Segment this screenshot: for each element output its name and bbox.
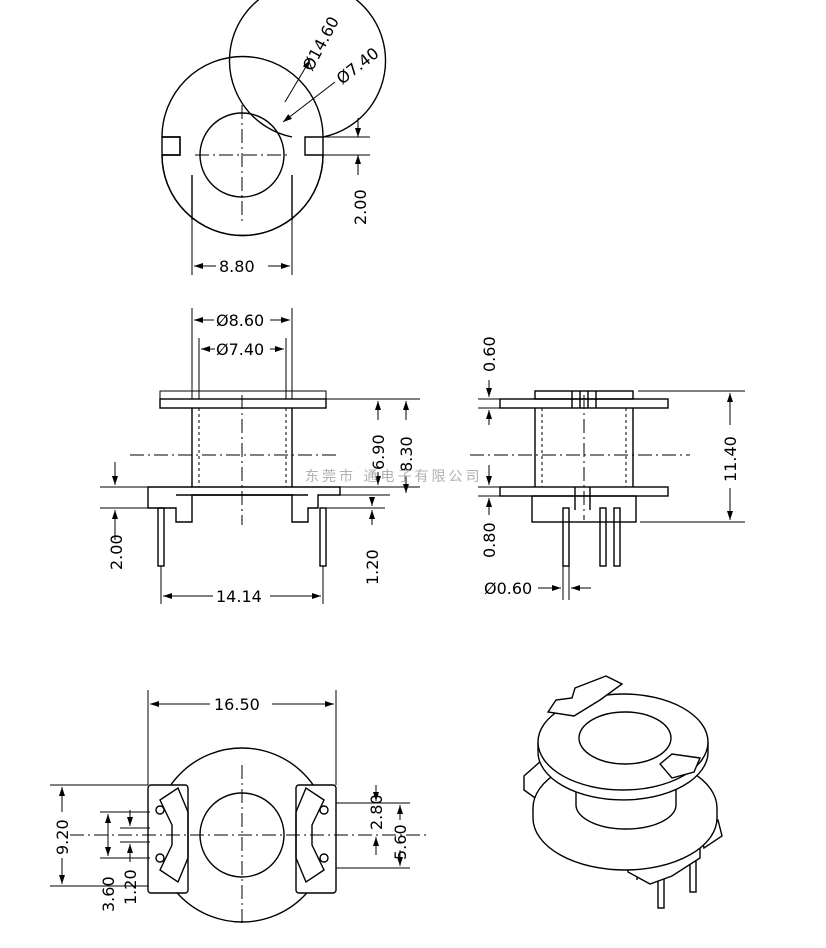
dim-winding-height: 6.90 [369,434,388,470]
front-base [147,486,341,523]
dim-bore-diameter: Ø7.40 [216,340,264,359]
bottom-pin-hole-2 [155,853,165,863]
dim-pin-length: 1.20 [363,549,382,585]
bottom-view: 16.50 9.20 3.60 1.20 2.80 5.60 [50,690,430,925]
dim-slot-b: 5.60 [391,824,410,860]
side-pin-2 [599,507,607,567]
side-pin-3 [613,507,621,567]
dim-pin-pitch: 3.60 [99,876,118,912]
bottom-pin-hole-1 [155,805,165,815]
dim-base-height: 2.00 [107,534,126,570]
isometric-view [523,675,723,909]
front-view: Ø8.60 Ø7.40 6.90 8.30 2.00 1.20 14.14 [100,308,420,606]
watermark: 东莞市 通电子有限公司 [305,468,482,485]
front-pin-left [157,507,165,567]
dim-height-total: 8.30 [397,436,416,472]
dim-flange-diameter: Ø8.60 [216,311,264,330]
dim-pin-span: 14.14 [216,587,262,606]
dim-inner-diameter: Ø7.40 [333,43,383,88]
dim-flat-width: 8.80 [219,257,255,276]
dim-base-thickness: 0.80 [480,522,499,558]
dim-slot-a: 2.80 [367,794,386,830]
side-view: 0.60 11.40 0.80 Ø0.60 [470,336,745,600]
dim-overall-height: 11.40 [721,436,740,482]
dim-flange-thickness: 0.60 [480,336,499,372]
front-top-flange [159,398,327,409]
dim-slot-width: 2.00 [351,189,370,225]
dim-outer-diameter: Ø14.60 [299,13,343,73]
bottom-pin-hole-3 [319,805,329,815]
dim-pin-offset: 1.20 [121,869,140,905]
dim-overall-depth: 9.20 [53,819,72,855]
dim-overall-width: 16.50 [214,695,260,714]
bottom-pin-hole-4 [319,853,329,863]
dim-pin-diameter: Ø0.60 [484,579,532,598]
top-view: Ø14.60 Ø7.40 2.00 8.80 [161,0,387,276]
iso-bore [578,711,672,765]
front-pin-right [319,507,327,567]
side-pin-1 [562,507,570,567]
